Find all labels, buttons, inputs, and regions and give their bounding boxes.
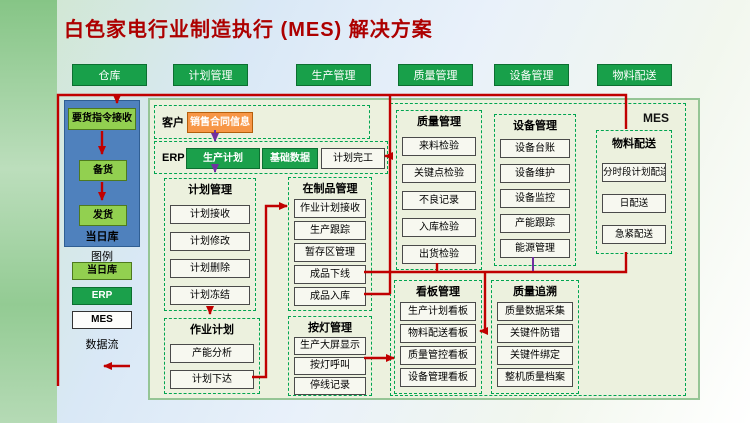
module-item: 设备维护 — [500, 164, 570, 183]
module-plan-management: 计划管理 计划接收 计划修改 计划删除 计划冻结 — [164, 178, 256, 311]
nav-production-management: 生产管理 — [296, 64, 371, 86]
base-data-box: 基础数据 — [262, 148, 318, 169]
module-item: 成品下线 — [294, 265, 366, 284]
module-item: 设备监控 — [500, 189, 570, 208]
module-wip-management: 在制品管理 作业计划接收 生产跟踪 暂存区管理 成品下线 成品入库 — [288, 177, 372, 311]
erp-lane: ERP 生产计划 基础数据 计划完工 — [154, 141, 388, 174]
module-item: 作业计划接收 — [294, 199, 366, 218]
module-title: 按灯管理 — [308, 322, 352, 334]
module-item: 出货检验 — [402, 245, 476, 264]
nav-material-delivery: 物料配送 — [597, 64, 672, 86]
module-item: 整机质量档案 — [497, 368, 573, 387]
legend-item-mes: MES — [72, 311, 132, 329]
module-title: 质量追溯 — [513, 286, 557, 298]
sidebar-step-prepare-goods: 备货 — [79, 160, 127, 181]
module-quality-management: 质量管理 来料检验 关键点检验 不良记录 入库检验 出货检验 — [396, 110, 482, 270]
legend-item-erp: ERP — [72, 287, 132, 305]
module-item: 设备管理看板 — [400, 368, 476, 387]
nav-equipment-management: 设备管理 — [494, 64, 569, 86]
module-quality-trace: 质量追溯 质量数据采集 关键件防错 关键件绑定 整机质量档案 — [491, 280, 579, 394]
module-item: 来料检验 — [402, 137, 476, 156]
module-item: 生产跟踪 — [294, 221, 366, 240]
module-title: 计划管理 — [188, 184, 232, 196]
module-item: 日配送 — [602, 194, 666, 213]
module-equipment-management: 设备管理 设备台账 设备维护 设备监控 产能跟踪 能源管理 — [494, 114, 576, 266]
module-item: 质量数据采集 — [497, 302, 573, 321]
module-item: 计划修改 — [170, 232, 250, 251]
module-item: 成品入库 — [294, 287, 366, 306]
nav-quality-management: 质量管理 — [398, 64, 473, 86]
legend-dataflow-label: 数据流 — [85, 339, 119, 351]
module-item: 关键件防错 — [497, 324, 573, 343]
warehouse-sidebar: 要货指令接收 备货 发货 当日库 — [64, 100, 140, 247]
module-kanban-management: 看板管理 生产计划看板 物料配送看板 质量管控看板 设备管理看板 — [394, 280, 482, 394]
module-andon-management: 按灯管理 生产大屏显示 按灯呼叫 停线记录 — [288, 316, 372, 396]
nav-warehouse: 仓库 — [72, 64, 147, 86]
production-plan-box: 生产计划 — [186, 148, 260, 169]
module-item: 计划接收 — [170, 205, 250, 224]
plan-complete-box: 计划完工 — [321, 148, 385, 169]
module-item: 关键点检验 — [402, 164, 476, 183]
sidebar-footer-label: 当日库 — [85, 231, 119, 243]
sidebar-step-ship-goods: 发货 — [79, 205, 127, 226]
mes-region-label: MES — [642, 111, 669, 125]
module-item: 能源管理 — [500, 239, 570, 258]
module-item: 设备台账 — [500, 139, 570, 158]
module-title: 在制品管理 — [302, 183, 358, 195]
module-title: 作业计划 — [190, 324, 234, 336]
module-item: 产能分析 — [170, 344, 254, 363]
sales-contract-box: 销售合同信息 — [187, 112, 253, 133]
module-job-plan: 作业计划 产能分析 计划下达 — [164, 318, 260, 394]
module-item: 质量管控看板 — [400, 346, 476, 365]
customer-lane-label: 客户 — [162, 117, 184, 129]
module-item: 计划删除 — [170, 259, 250, 278]
module-item: 入库检验 — [402, 218, 476, 237]
module-item: 急紧配送 — [602, 225, 666, 244]
module-item: 产能跟踪 — [500, 214, 570, 233]
customer-lane: 客户 销售合同信息 — [154, 105, 370, 139]
module-title: 看板管理 — [416, 286, 460, 298]
module-item: 停线记录 — [294, 377, 366, 395]
module-material-delivery: 物料配送 分时段计划配送 日配送 急紧配送 — [596, 130, 672, 254]
module-item: 关键件绑定 — [497, 346, 573, 365]
module-item: 分时段计划配送 — [602, 163, 666, 182]
legend: 图例 当日库 ERP MES 数据流 — [64, 247, 140, 387]
main-panel: MES 客户 销售合同信息 ERP 生产计划 基础数据 计划完工 计划管理 计划… — [148, 98, 700, 400]
module-item: 不良记录 — [402, 191, 476, 210]
module-title: 设备管理 — [513, 120, 557, 132]
erp-lane-label: ERP — [162, 151, 185, 164]
module-item: 暂存区管理 — [294, 243, 366, 262]
sidebar-step-receive-order: 要货指令接收 — [68, 108, 136, 130]
module-item: 计划冻结 — [170, 286, 250, 305]
module-item: 计划下达 — [170, 370, 254, 389]
module-item: 物料配送看板 — [400, 324, 476, 343]
module-title: 质量管理 — [417, 116, 461, 128]
module-item: 生产大屏显示 — [294, 337, 366, 355]
left-decorative-band — [0, 0, 57, 423]
module-item: 按灯呼叫 — [294, 357, 366, 375]
legend-item-daily-store: 当日库 — [72, 262, 132, 280]
nav-plan-management: 计划管理 — [173, 64, 248, 86]
slide-title: 白色家电行业制造执行 (MES) 解决方案 — [64, 19, 433, 41]
module-item: 生产计划看板 — [400, 302, 476, 321]
module-title: 物料配送 — [612, 138, 656, 150]
